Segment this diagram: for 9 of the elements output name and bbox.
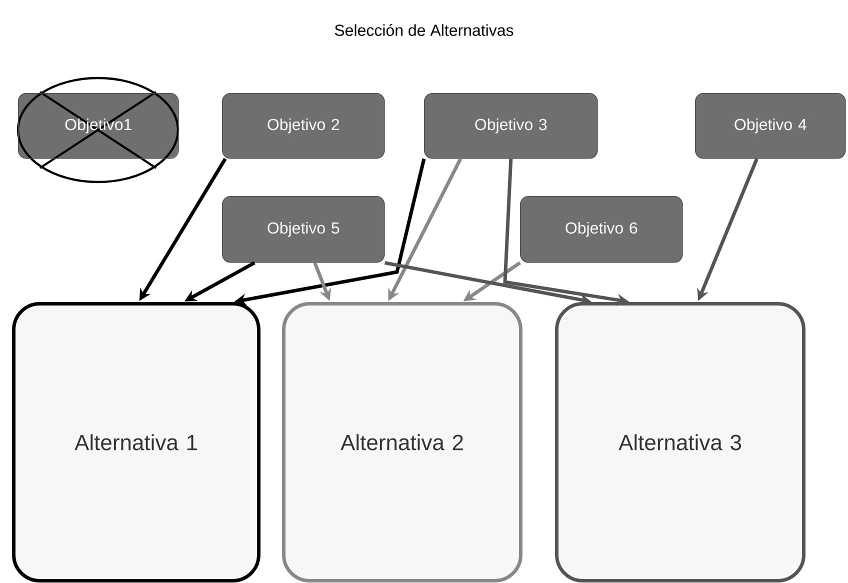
objective-box: Objetivo 2 xyxy=(222,93,385,159)
alternative-box: Alternativa 1 xyxy=(12,302,260,582)
alternative-box: Alternativa 2 xyxy=(282,302,522,582)
objective-box: Objetivo 6 xyxy=(520,196,683,263)
title: Selección de Alternativas xyxy=(334,24,514,36)
alternative-box: Alternativa 3 xyxy=(555,302,806,582)
objective-box: Objetivo 3 xyxy=(424,93,598,159)
objective-box: Objetivo 4 xyxy=(695,93,846,159)
objective-box: Objetivo 5 xyxy=(222,196,385,263)
